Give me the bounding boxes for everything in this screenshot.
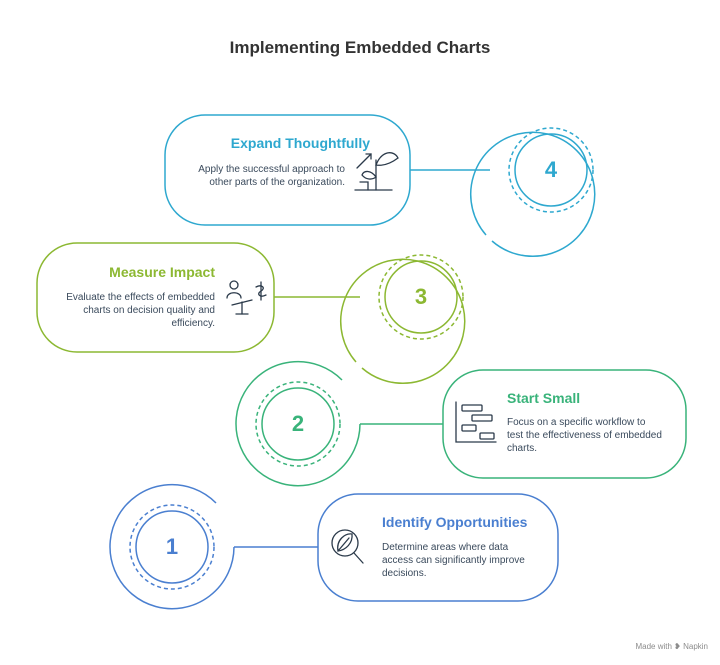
person-scale-dollar-icon bbox=[226, 280, 267, 315]
step-1-title: Identify Opportunities bbox=[382, 514, 528, 530]
step-1-inner-circle bbox=[135, 510, 209, 584]
step-2-ring bbox=[235, 361, 361, 487]
step-4-graphic bbox=[164, 114, 596, 258]
step-4-title: Expand Thoughtfully bbox=[230, 135, 370, 151]
step-1-number: 1 bbox=[165, 534, 179, 559]
step-2-graphic bbox=[235, 361, 687, 487]
step-3-dashed-ring bbox=[378, 254, 464, 340]
step-2-dashed-ring bbox=[255, 381, 341, 467]
magnifier-leaf-icon bbox=[331, 529, 364, 564]
step-2-inner-circle bbox=[261, 387, 335, 461]
step-1-dashed-ring bbox=[129, 504, 215, 590]
diagram-title: Implementing Embedded Charts bbox=[229, 38, 491, 57]
step-3-inner-circle bbox=[384, 260, 458, 334]
gantt-chart-icon bbox=[455, 401, 497, 443]
growing-plant-icon bbox=[354, 152, 399, 191]
step-3-title: Measure Impact bbox=[109, 264, 215, 280]
step-4-inner-circle bbox=[514, 133, 588, 207]
napkin-credit: Made with ❥ Napkin bbox=[635, 642, 708, 651]
step-3-graphic bbox=[36, 242, 466, 385]
step-4-dashed-ring bbox=[508, 127, 594, 213]
step-3-description: Evaluate the effects of embedded charts … bbox=[66, 292, 215, 329]
step-3-ring bbox=[339, 258, 466, 385]
step-4-description: Apply the successful approach to other p… bbox=[198, 164, 345, 188]
step-4-ring bbox=[469, 131, 596, 258]
step-2-number: 2 bbox=[291, 411, 305, 436]
step-2-description: Focus on a specific workflow to test the… bbox=[507, 417, 662, 454]
step-1-ring bbox=[109, 484, 235, 610]
step-4-number: 4 bbox=[544, 157, 558, 182]
step-1-description: Determine areas where data access can si… bbox=[382, 542, 525, 579]
step-2-title: Start Small bbox=[507, 390, 581, 406]
step-1-graphic bbox=[109, 484, 559, 610]
step-3-number: 3 bbox=[414, 284, 428, 309]
